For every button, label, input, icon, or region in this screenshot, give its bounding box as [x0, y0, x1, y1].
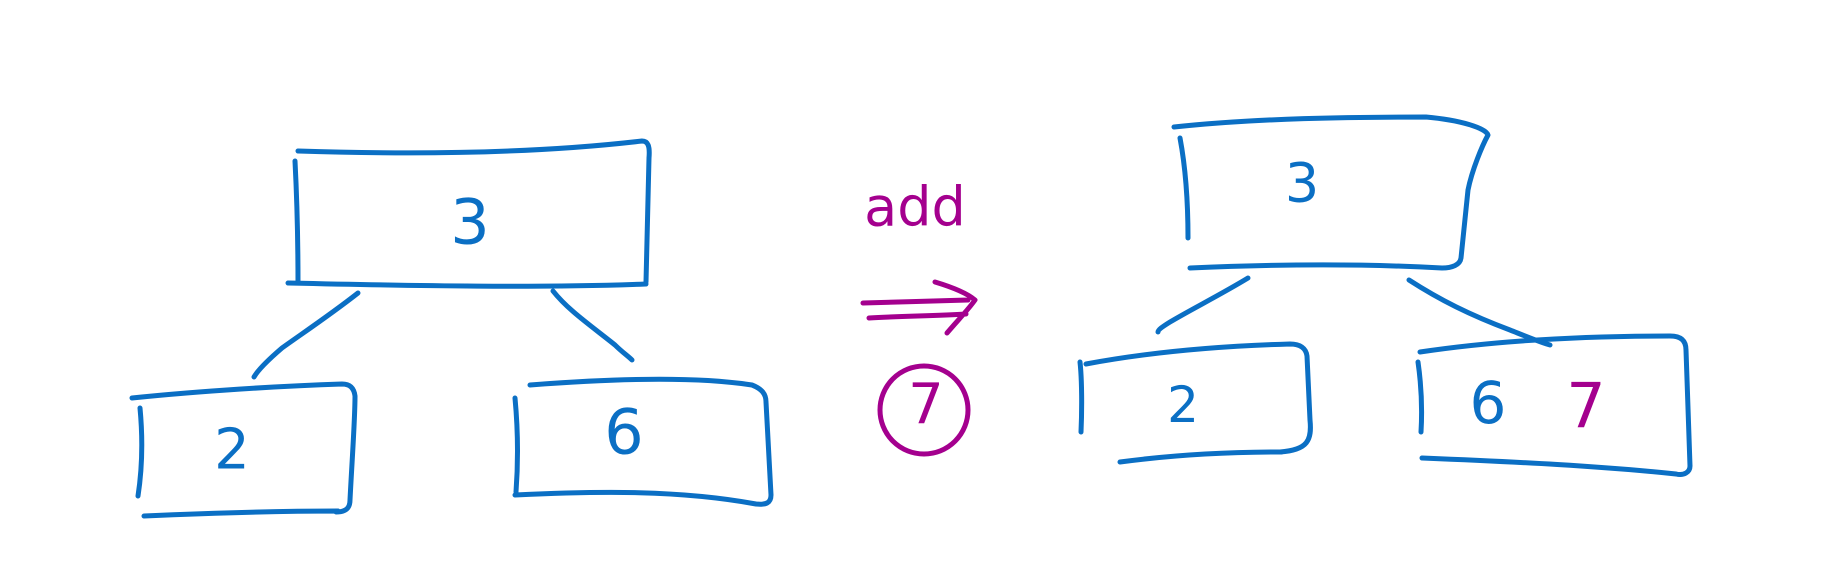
before-root-node [285, 138, 652, 289]
add-operation-label: add [864, 176, 966, 239]
after-right-leaf-added-key: 7 [1566, 370, 1605, 443]
before-left-leaf-key: 2 [214, 418, 250, 483]
before-left-leaf-node [129, 381, 358, 519]
insert-value-circle-icon [877, 363, 971, 457]
after-root-node [1171, 114, 1491, 271]
after-left-leaf-key: 2 [1167, 376, 1199, 434]
after-tree: 3 2 6 7 [1077, 114, 1693, 477]
operation: add 7 [860, 176, 978, 457]
before-right-leaf-key: 6 [604, 396, 643, 469]
before-right-leaf-node [512, 376, 774, 507]
insert-value: 7 [908, 373, 944, 438]
after-right-leaf-existing-key: 6 [1470, 369, 1507, 437]
after-right-leaf-node [1415, 333, 1693, 477]
before-edge-right [550, 288, 635, 363]
after-left-leaf-node [1077, 341, 1313, 465]
after-root-key: 3 [1285, 152, 1319, 215]
after-edge-right [1406, 277, 1553, 348]
before-root-key: 3 [450, 186, 489, 259]
double-arrow-icon [860, 279, 978, 336]
before-tree: 3 2 6 [129, 138, 774, 519]
before-edge-left [251, 290, 361, 380]
after-edge-left [1155, 275, 1251, 335]
